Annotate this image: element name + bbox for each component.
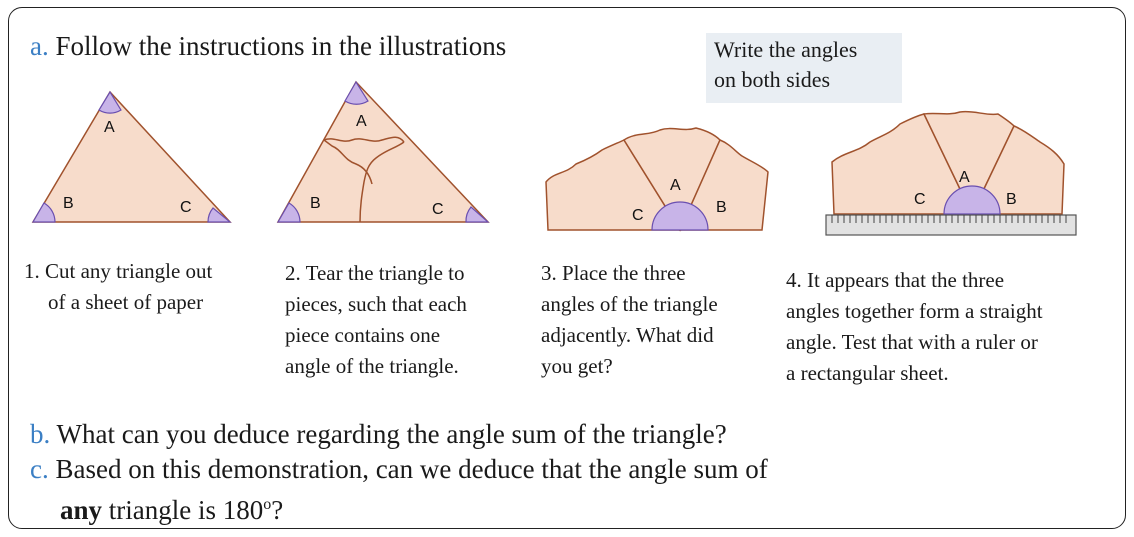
ruler — [825, 214, 1077, 236]
step-4-line-4: a rectangular sheet. — [786, 361, 949, 385]
straight-angle-arc — [651, 201, 709, 231]
adjacent-label-a: A — [670, 177, 681, 194]
part-c-line-2-wrap: any triangle is 180o? — [60, 490, 283, 525]
step-1-line-1: 1. Cut any triangle out — [24, 259, 213, 283]
label-a: A — [104, 119, 115, 136]
figure-adjacent-angles: A C B — [545, 127, 769, 232]
torn-label-b: B — [310, 195, 321, 212]
step-4-line-2: angles together form a straight — [786, 299, 1043, 323]
ruler-label-c: C — [914, 191, 926, 208]
ruler-piece-b — [970, 125, 1065, 215]
step-3-caption: 3. Place the three angles of the triangl… — [541, 258, 718, 382]
step-3-line-2: angles of the triangle — [541, 292, 718, 316]
degree-sign: o — [263, 496, 272, 513]
angle-b-arc — [31, 202, 56, 223]
step-4-caption: 4. It appears that the three angles toge… — [786, 265, 1043, 389]
part-b-letter: b. — [30, 419, 51, 449]
part-c-line-2: triangle is 180 — [108, 495, 264, 525]
step-2-line-3: piece contains one — [285, 323, 441, 347]
angle-note-box: Write the angles on both sides — [706, 33, 902, 103]
torn-label-c: C — [432, 201, 444, 218]
step-4-line-3: angle. Test that with a ruler or — [786, 330, 1038, 354]
adjacent-label-b: B — [716, 199, 727, 216]
torn-triangle-shape — [276, 80, 490, 223]
part-a-heading: a. Follow the instructions in the illust… — [30, 31, 506, 61]
torn-angle-b-arc — [276, 202, 301, 223]
part-c-end: ? — [271, 495, 284, 525]
angle-c-arc — [207, 207, 232, 223]
figure-torn-triangle: A B C — [276, 80, 490, 223]
piece-b — [678, 139, 769, 231]
exercise-frame — [8, 7, 1126, 529]
part-a-text: Follow the instructions in the illustrat… — [55, 31, 507, 61]
torn-angle-a-arc — [344, 80, 369, 105]
step-2-line-1: 2. Tear the triangle to — [285, 261, 465, 285]
label-b: B — [63, 195, 74, 212]
ruler-piece-c — [831, 113, 974, 215]
ruler-ticks — [831, 215, 1067, 223]
adjacent-label-c: C — [632, 207, 644, 224]
part-c-line-1: Based on this demonstration, can we dedu… — [55, 454, 768, 484]
step-3-line-4: you get? — [541, 354, 613, 378]
part-c-letter: c. — [30, 454, 49, 484]
ruler-label-a: A — [959, 169, 970, 186]
ruler-piece-a — [922, 110, 1015, 216]
part-c-question: c. Based on this demonstration, can we d… — [30, 454, 768, 484]
part-a-letter: a. — [30, 31, 49, 61]
step-2-caption: 2. Tear the triangle to pieces, such tha… — [285, 258, 467, 382]
part-c-bold-word: any — [60, 495, 103, 525]
step-1-line-2: of a sheet of paper — [48, 290, 204, 314]
figure-ruler-check: A C B — [825, 110, 1077, 236]
piece-c — [545, 139, 682, 231]
tear-line-middle — [359, 141, 405, 223]
piece-a — [622, 127, 721, 232]
torn-label-a: A — [356, 113, 367, 130]
label-c: C — [180, 199, 192, 216]
step-3-line-1: 3. Place the three — [541, 261, 686, 285]
step-4-line-1: 4. It appears that the three — [786, 268, 1005, 292]
triangle-shape — [31, 90, 232, 223]
step-2-line-4: angle of the triangle. — [285, 354, 459, 378]
step-2-line-2: pieces, such that each — [285, 292, 467, 316]
figure-whole-triangle: A B C — [31, 90, 232, 223]
step-3-line-3: adjacently. What did — [541, 323, 714, 347]
note-line-2: on both sides — [714, 67, 831, 92]
note-line-1: Write the angles — [714, 37, 858, 62]
step-1-caption: 1. Cut any triangle out of a sheet of pa… — [24, 256, 212, 318]
tear-line-top — [323, 136, 405, 143]
ruler-angle-arc — [943, 185, 1001, 215]
tear-line-left — [323, 139, 373, 185]
ruler-label-b: B — [1006, 191, 1017, 208]
torn-angle-c-arc — [465, 206, 490, 223]
part-b-question: b. What can you deduce regarding the ang… — [30, 419, 727, 449]
ruler-body — [825, 214, 1077, 236]
angle-a-arc — [98, 90, 122, 114]
part-b-text: What can you deduce regarding the angle … — [56, 419, 727, 449]
